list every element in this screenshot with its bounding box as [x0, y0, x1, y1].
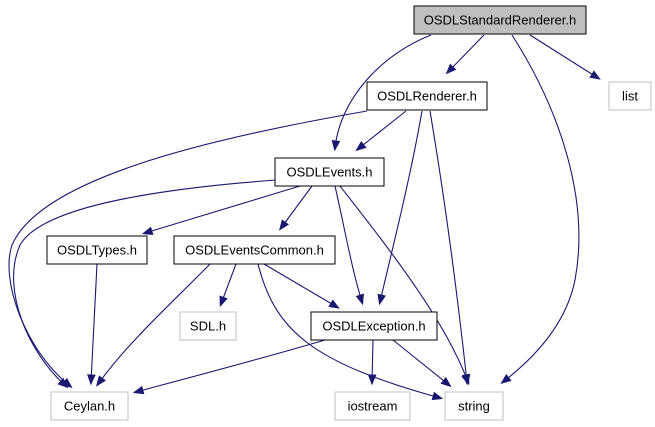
edge-line [529, 34, 599, 79]
node-box [608, 81, 652, 111]
edge-arrowhead [132, 385, 145, 395]
node-label: list [622, 89, 638, 104]
edge-arrowhead [431, 391, 444, 401]
edge-root-to-events [331, 34, 432, 152]
edge-line [429, 110, 468, 383]
edge-arrowhead [87, 374, 96, 386]
edge-line [334, 34, 432, 149]
edges-layer [8, 34, 601, 401]
node-label: OSDLRenderer.h [377, 89, 477, 104]
node-box [274, 157, 385, 187]
edge-eventscommon-to-string [257, 263, 444, 401]
node-eventscommon[interactable]: OSDLEventsCommon.h [173, 235, 336, 265]
edge-root-to-string [500, 34, 580, 385]
edge-renderer-to-exception [377, 110, 423, 306]
edge-arrowhead [355, 293, 364, 306]
node-label: SDL.h [190, 319, 226, 334]
node-box [173, 235, 336, 265]
edge-arrowhead [500, 373, 512, 385]
edge-exception-to-string [392, 339, 452, 388]
node-box [179, 311, 237, 341]
node-box [310, 311, 438, 341]
edge-root-to-renderer [445, 34, 485, 75]
edge-arrowhead [377, 293, 386, 306]
node-list: list [608, 81, 652, 111]
edge-events-to-eventscommon [279, 185, 313, 231]
node-label: iostream [348, 399, 398, 414]
node-types[interactable]: OSDLTypes.h [46, 235, 148, 265]
edge-arrowhead [219, 295, 228, 308]
edge-line [135, 339, 326, 393]
edge-line [392, 339, 450, 386]
node-root[interactable]: OSDLStandardRenderer.h [413, 5, 587, 35]
edge-eventscommon-to-exception [263, 263, 340, 309]
edge-arrowhead [355, 140, 367, 152]
node-label: string [458, 399, 490, 414]
edge-arrowhead [279, 219, 289, 231]
edge-line [379, 110, 423, 303]
edge-line [263, 263, 338, 308]
node-label: OSDLEventsCommon.h [185, 243, 324, 258]
node-box [444, 391, 504, 421]
edge-line [13, 179, 277, 387]
edge-arrowhead [440, 376, 452, 388]
edge-root-to-list [529, 34, 601, 80]
edge-line [357, 110, 407, 150]
node-sdl: SDL.h [179, 311, 237, 341]
edge-arrowhead [589, 70, 601, 80]
edge-eventscommon-to-sdl [219, 263, 237, 308]
edge-line [339, 185, 469, 383]
edge-exception-to-ceylan [132, 339, 326, 395]
node-box [46, 235, 148, 265]
edge-line [447, 34, 485, 73]
edge-renderer-to-events [355, 110, 407, 152]
edge-line [502, 34, 580, 383]
edge-arrowhead [57, 377, 69, 389]
node-events[interactable]: OSDLEvents.h [274, 157, 385, 187]
edge-arrowhead [331, 140, 341, 152]
edge-arrowhead [328, 299, 340, 309]
node-exception[interactable]: OSDLException.h [310, 311, 438, 341]
edge-line [90, 263, 98, 383]
edge-line [257, 263, 441, 399]
node-renderer[interactable]: OSDLRenderer.h [366, 81, 488, 111]
node-box [366, 81, 488, 111]
edge-line [97, 263, 211, 385]
node-iostream: iostream [334, 391, 411, 421]
edge-line [144, 185, 301, 234]
edge-line [280, 185, 313, 229]
node-box [334, 391, 411, 421]
edge-types-to-ceylan [87, 263, 98, 386]
edge-exception-to-iostream [367, 339, 377, 386]
edge-events-to-exception [334, 185, 364, 306]
edge-events-to-types [141, 185, 301, 235]
node-ceylan: Ceylan.h [50, 391, 129, 421]
node-box [413, 5, 587, 35]
edge-arrowhead [367, 374, 377, 386]
node-label: OSDLStandardRenderer.h [424, 13, 576, 28]
node-label: OSDLTypes.h [57, 243, 137, 258]
edge-line [334, 185, 363, 303]
edge-arrowhead [461, 373, 470, 386]
edge-arrowhead [445, 63, 457, 75]
node-string: string [444, 391, 504, 421]
edge-arrowhead [141, 226, 154, 235]
node-label: OSDLEvents.h [287, 165, 373, 180]
node-box [50, 391, 129, 421]
node-label: Ceylan.h [64, 399, 115, 414]
edge-eventscommon-to-ceylan [96, 263, 211, 387]
edge-arrowhead [96, 375, 106, 387]
node-label: OSDLException.h [322, 319, 425, 334]
edge-events-to-string [339, 185, 470, 386]
edge-events-to-ceylan [13, 179, 277, 389]
